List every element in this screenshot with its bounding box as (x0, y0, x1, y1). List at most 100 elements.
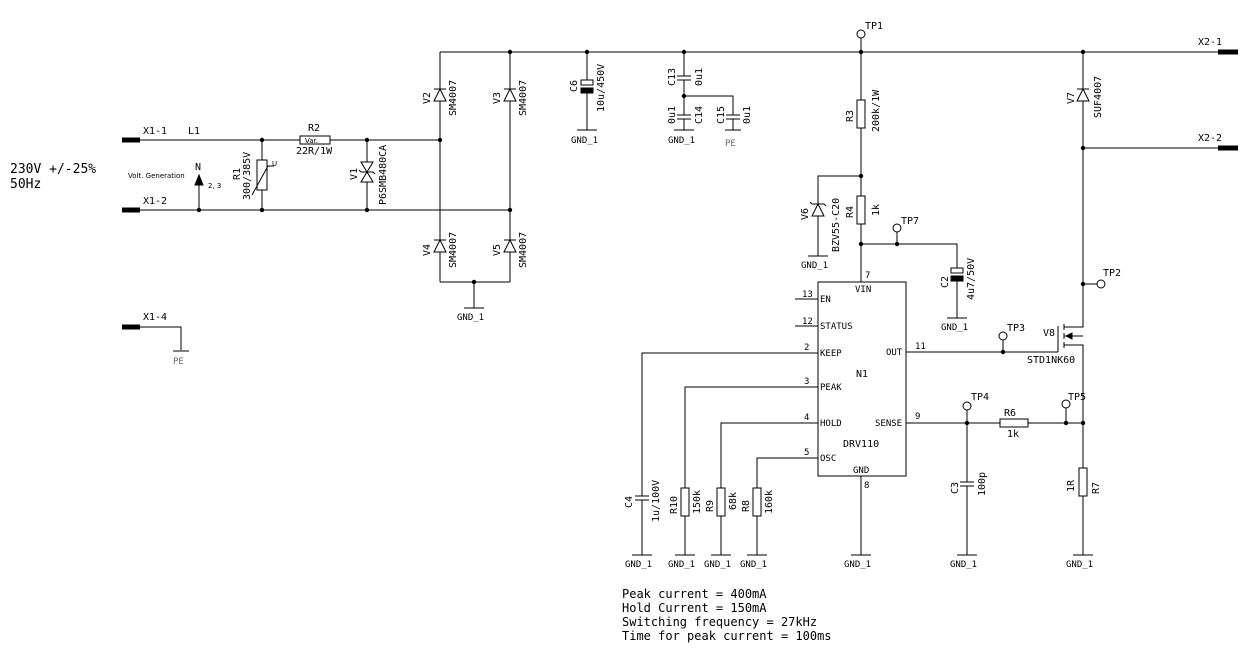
v6-wire-top (817, 175, 861, 204)
tp7-testpoint-icon (892, 223, 902, 233)
v1-tvs-upper (360, 161, 374, 173)
junction-bridge-right (507, 207, 513, 213)
ic-pin-peak-label: PEAK (820, 383, 842, 393)
r9-value: 68k (728, 492, 739, 510)
tp3-testpoint-icon (998, 331, 1008, 341)
v1-value: P6SMB480CA (378, 145, 389, 205)
r1-u-label: U (272, 160, 277, 168)
note-peak-current: Peak current = 400mA (622, 587, 767, 601)
v6-value: BZV55-C20 (831, 198, 842, 252)
c13-name: C13 (667, 68, 678, 86)
ic-pin-gnd-label: GND (853, 466, 869, 476)
gnd-label-c14: GND_1 (668, 136, 695, 146)
c6-value: 10u/450V (596, 64, 607, 112)
gnd-label-c6: GND_1 (571, 136, 598, 146)
pin-out-number: 11 (915, 342, 926, 352)
pin-status-number: 12 (802, 317, 813, 327)
r9-resistor (716, 487, 726, 517)
v4-value: SM4007 (448, 232, 459, 268)
tp5-testpoint-icon (1061, 399, 1071, 409)
pin-hold-number: 4 (804, 413, 809, 423)
v3-name: V3 (492, 92, 503, 104)
c6-name: C6 (569, 80, 580, 92)
v3-diode (503, 87, 517, 102)
tp1-label: TP1 (865, 21, 883, 32)
peak-wire (684, 386, 818, 488)
n-label: N (195, 162, 201, 173)
ic-pin-osc-label: OSC (820, 454, 836, 464)
tp5-label: TP5 (1068, 392, 1086, 403)
gnd-label-bridge: GND_1 (457, 313, 484, 323)
v1-name: V1 (349, 168, 360, 180)
connector-x1-4-label: X1-4 (143, 312, 167, 323)
v1-tvs-bar (358, 169, 376, 175)
n-arrow-icon (194, 173, 204, 186)
r6-value: 1k (1007, 429, 1019, 440)
c4-name: C4 (624, 496, 635, 508)
ic-pin-out-label: OUT (886, 348, 903, 358)
v8-value: STD1NK60 (1027, 355, 1075, 366)
v1-tvs-lower (360, 171, 374, 183)
junction-v1-bottom (364, 207, 370, 213)
c3-name: C3 (950, 482, 961, 494)
connector-x1-1-label: X1-1 (143, 126, 167, 137)
v5-diode (503, 238, 517, 253)
tp1-testpoint-icon (856, 29, 866, 39)
supply-voltage-label: 230V +/-25% (10, 162, 96, 177)
connector-x1-2-label: X1-2 (143, 196, 167, 207)
junction-bus-1 (507, 49, 513, 55)
note-switching-frequency: Switching frequency = 27kHz (622, 615, 817, 629)
tp4-label: TP4 (971, 392, 989, 403)
c14-name: C14 (694, 106, 705, 124)
supply-frequency-label: 50Hz (10, 177, 41, 192)
r10-value: 150k (692, 490, 703, 514)
c6-plate-top (580, 79, 594, 86)
c2-wire (861, 243, 958, 268)
gnd-label-c4: GND_1 (625, 560, 652, 570)
c14-value: 0u1 (667, 106, 678, 124)
junction-r1-top (259, 137, 265, 143)
note-hold-current: Hold Current = 150mA (622, 601, 767, 615)
c2-plate-top (950, 267, 964, 274)
gnd-label-r9: GND_1 (704, 560, 731, 570)
v8-name: V8 (1043, 328, 1055, 339)
r1-varistor-slash (251, 165, 274, 196)
r2-value: 22R/1W (296, 146, 333, 157)
r7-value: 1R (1066, 479, 1077, 492)
ic-pin-vin-label: VIN (855, 285, 871, 295)
r2-name: R2 (308, 123, 320, 134)
v8-source (1064, 344, 1084, 360)
pe-label-left: PE (173, 357, 184, 367)
keep-wire (641, 352, 818, 496)
c3-value: 100p (977, 472, 988, 496)
v4-name: V4 (422, 244, 433, 256)
c6-plate-bottom (580, 87, 594, 94)
n-description: Volt. Generation (128, 172, 185, 180)
pin-keep-number: 2 (804, 343, 809, 353)
c15-value: 0u1 (742, 106, 753, 124)
gnd-label-r8: GND_1 (740, 560, 767, 570)
r4-resistor (856, 195, 866, 225)
v7-name: V7 (1066, 92, 1077, 104)
ic-pin-en-label: EN (820, 295, 831, 305)
ic-pin-sense-label: SENSE (875, 419, 902, 429)
r10-name: R10 (669, 496, 680, 514)
junction-v1-top (364, 137, 370, 143)
tp4-testpoint-icon (962, 401, 972, 411)
ic-pin-status-label: STATUS (820, 322, 853, 332)
tp3-label: TP3 (1007, 323, 1025, 334)
ic-name: N1 (856, 369, 868, 380)
v5-value: SM4007 (518, 232, 529, 268)
v8-drain (1064, 290, 1084, 328)
l1-label: L1 (188, 126, 200, 137)
pin-en-number: 13 (802, 290, 813, 300)
v6-zener-bar (809, 201, 827, 207)
v6-zener (811, 202, 825, 217)
pin-gnd-number: 8 (864, 481, 869, 491)
c13-value: 0u1 (694, 68, 705, 86)
gnd-label-v6: GND_1 (801, 261, 828, 271)
v4-diode (433, 238, 447, 253)
tp2-testpoint-icon (1096, 279, 1106, 289)
n-pins: 2, 3 (208, 182, 221, 190)
gnd-label-ic: GND_1 (844, 560, 871, 570)
